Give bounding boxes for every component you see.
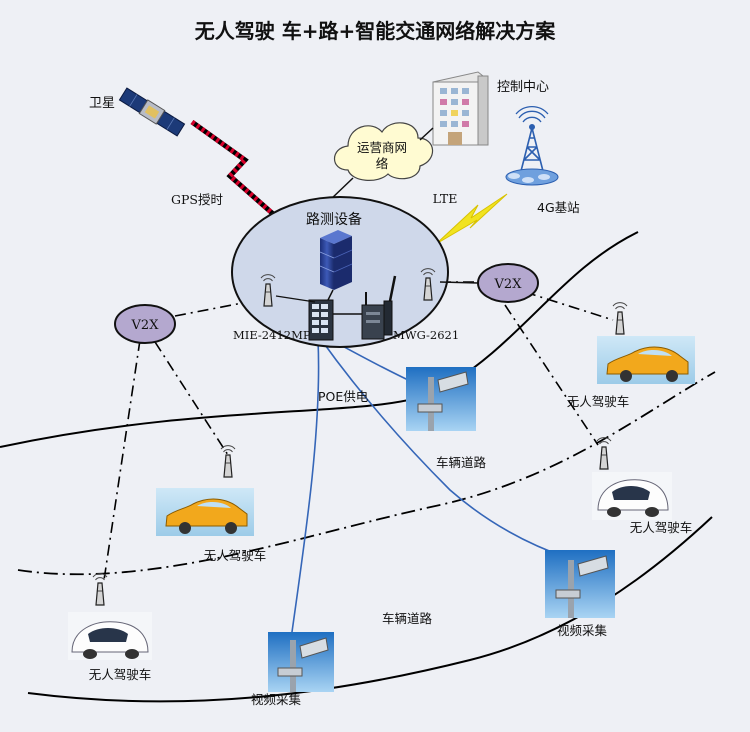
link-line [419,127,434,141]
car-middle-label: 无人驾驶车 [204,548,267,563]
operator-network-label-cont: 络 [376,156,389,171]
gateway-device-icon [361,275,397,340]
autonomous-car-icon [597,336,695,384]
link-line [327,289,334,301]
road-edge [27,516,713,703]
page-title: 无人驾驶 车+路+智能交通网络解决方案 [195,19,556,43]
operator-network-label: 运营商网 [357,140,407,155]
camera-pole-icon [268,632,334,692]
camera-right-label: 视频采集 [557,623,608,638]
satellite-icon [118,87,186,137]
fiber-link [287,339,320,661]
operator-network-cloud [333,122,434,181]
v2x-left-label: V2X [131,318,160,333]
road-centerline [17,371,716,576]
antenna-icon [612,302,628,335]
poe-label: POE供电 [318,389,369,404]
lte-label: LTE [433,191,458,206]
car-left-bottom-label: 无人驾驶车 [89,667,152,682]
control-center-label: 控制中心 [497,80,549,95]
fiber-link [319,337,569,559]
base-station-label: 4G基站 [537,200,580,215]
v2x-node-left [114,304,176,344]
v2x-right-label: V2X [494,277,523,292]
road-lower-label: 车辆道路 [382,611,433,626]
camera-pole-icon [545,550,615,618]
switch-model-label: MIE-2412MP [233,328,311,342]
gps-label: GPS授时 [171,192,223,207]
switch-device-icon [308,299,334,341]
link-line [439,281,479,284]
gateway-model-label: MWG-2621 [393,328,459,342]
lte-lightning-icon [435,193,508,245]
road-upper-label: 车辆道路 [436,455,487,470]
car-right-bottom-label: 无人驾驶车 [630,520,693,535]
antenna-icon [220,445,236,478]
link-line [275,295,316,303]
control-center-icon [432,71,489,146]
camera-bottom-label: 视频采集 [251,692,302,707]
server-icon [319,230,353,290]
satellite-label: 卫星 [89,96,115,111]
base-station-tower-icon [505,105,559,186]
car-right-top-label: 无人驾驶车 [567,394,630,409]
camera-pole-icon [406,367,476,431]
autonomous-car-icon [68,612,152,660]
roadside-equipment-label: 路测设备 [306,211,362,228]
autonomous-car-icon [156,488,254,536]
autonomous-car-icon [592,472,672,520]
